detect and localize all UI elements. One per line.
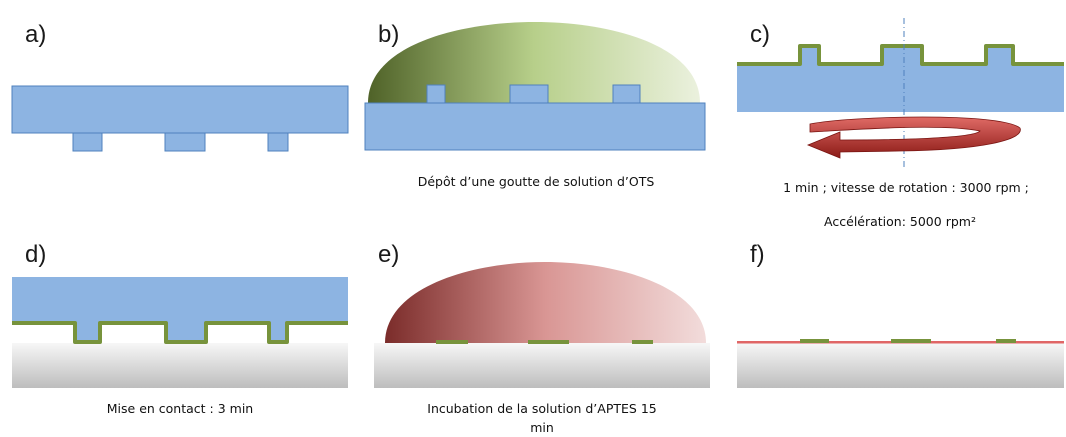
rotation-arrow-icon <box>806 116 1021 159</box>
pdms-stamp-inverted <box>364 84 706 151</box>
panel-f-label: f) <box>750 241 765 268</box>
panel-c: c) 1 min ; vitesse de rotation : 3000 rp… <box>737 18 1064 229</box>
substrate <box>737 343 1064 388</box>
panel-d: d) Mise en contact : 3 min <box>12 241 348 416</box>
panel-e-caption-line2: min <box>530 420 554 435</box>
panel-f: f) <box>737 241 1064 388</box>
aptes-drop <box>385 262 706 343</box>
panel-b-label: b) <box>378 21 399 48</box>
panel-d-label: d) <box>25 241 46 268</box>
substrate <box>12 343 348 388</box>
panel-c-caption-line2: Accélération: 5000 rpm² <box>824 214 976 229</box>
pdms-stamp <box>11 85 349 152</box>
substrate <box>374 343 710 388</box>
ots-drop <box>368 22 700 103</box>
panel-b: b) Dépôt d’une goutte de solution d’OTS <box>364 21 706 189</box>
panel-c-caption-line1: 1 min ; vitesse de rotation : 3000 rpm ; <box>783 180 1029 195</box>
panel-b-caption: Dépôt d’une goutte de solution d’OTS <box>418 174 655 189</box>
pdms-stamp-inverted <box>737 46 1064 112</box>
ots-film <box>737 44 1064 66</box>
panel-a: a) <box>11 21 349 152</box>
panel-c-label: c) <box>750 21 770 48</box>
ots-film <box>12 321 348 344</box>
panel-a-label: a) <box>25 21 46 48</box>
panel-d-caption: Mise en contact : 3 min <box>107 401 253 416</box>
pdms-stamp <box>12 277 348 342</box>
panel-e-label: e) <box>378 241 399 268</box>
ots-pattern <box>436 340 653 344</box>
panel-e: e) Incubation de la solution d’APTES 15 … <box>374 241 710 435</box>
panel-e-caption-line1: Incubation de la solution d’APTES 15 <box>427 401 656 416</box>
ots-pattern <box>800 339 1016 343</box>
